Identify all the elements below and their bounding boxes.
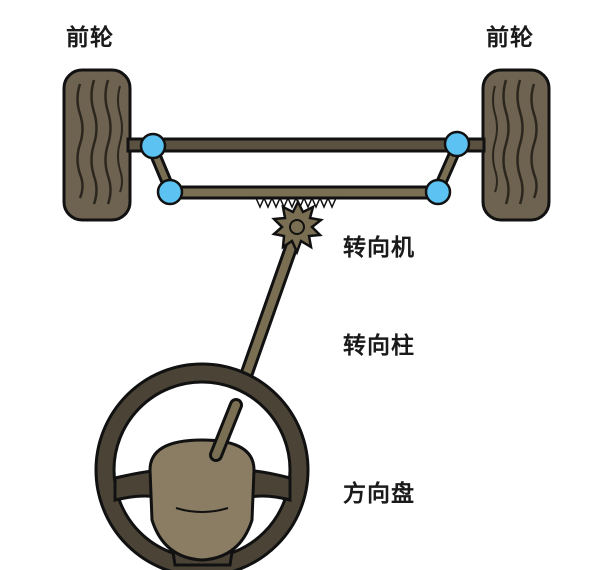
steering-wheel [94,362,310,570]
ball-joints [139,130,471,206]
joint-upper-left [139,132,167,160]
steering-arms [146,141,463,196]
joint-upper-right [443,130,471,158]
joint-lower-left [156,178,184,206]
label-steering-gear: 转向机 [343,235,415,261]
joint-lower-right [424,178,452,206]
front-axle [126,137,486,153]
right-front-tire [481,68,551,222]
label-steering-column: 转向柱 [343,333,415,359]
rack-teeth [255,196,337,209]
label-front-wheel-left: 前轮 [66,25,114,51]
label-steering-wheel: 方向盘 [343,481,415,507]
left-front-tire [62,68,132,222]
label-front-wheel-right: 前轮 [486,25,534,51]
tie-rod [166,185,440,200]
pinion-gear-icon [271,199,324,256]
